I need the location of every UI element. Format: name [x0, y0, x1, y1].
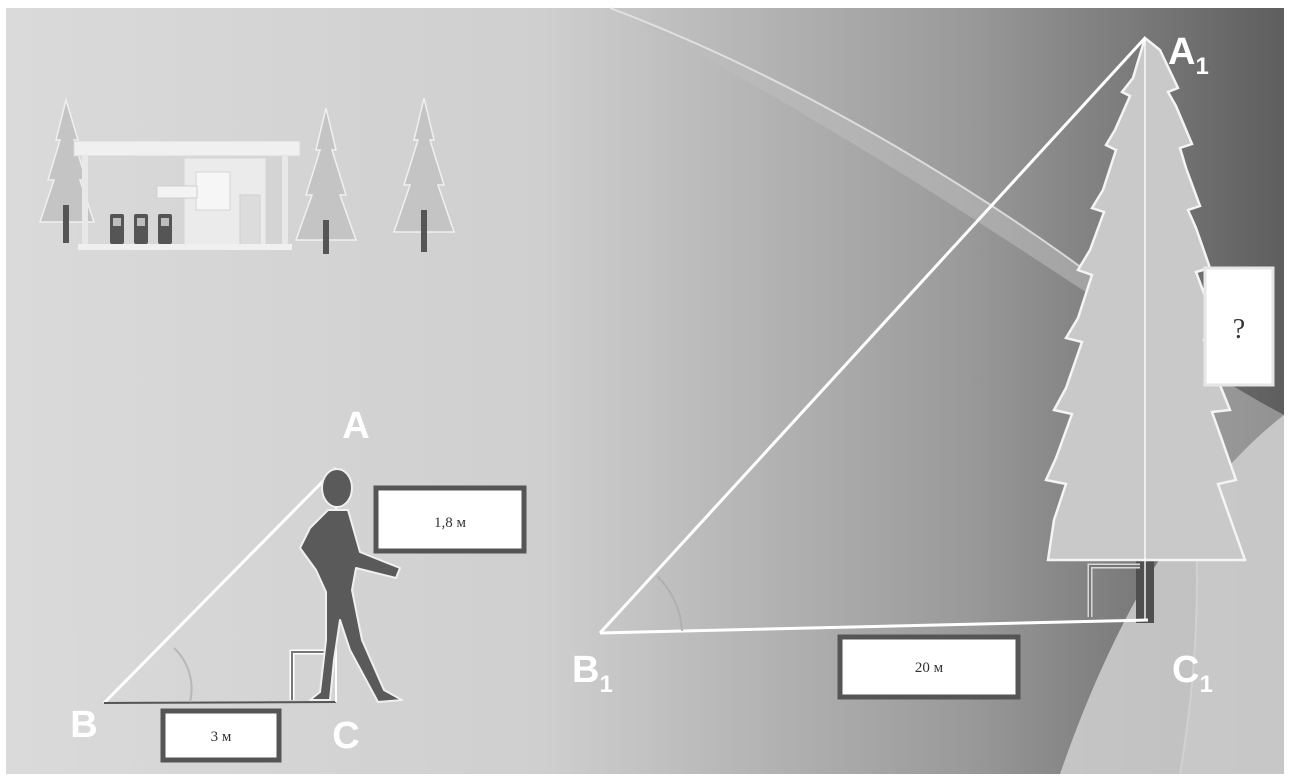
tree-shadow-value: 20 м — [915, 660, 944, 676]
line-B1C1 — [599, 618, 1149, 635]
small-tree-icon — [392, 97, 456, 252]
person-head — [321, 468, 353, 508]
gas-station-scene — [38, 97, 456, 254]
vertex-label-C: C — [332, 715, 359, 757]
canopy-roof — [73, 140, 301, 157]
fuel-pump-icon — [110, 214, 124, 244]
person-figure — [299, 468, 403, 703]
right-angle-C1-mark-inner — [1089, 565, 1140, 617]
small-tree-icon — [38, 97, 96, 243]
person-height-value: 1,8 м — [434, 515, 467, 531]
fuel-pump-icon — [134, 214, 148, 244]
person-body — [299, 509, 403, 703]
right-angle-C-mark-inner — [291, 651, 336, 700]
canopy-pillar-right — [282, 156, 288, 248]
big-triangle — [598, 36, 1149, 635]
tree-shadow-box: 20 м — [837, 634, 1021, 700]
tree-height-value: ? — [1233, 314, 1245, 345]
vertex-label-B1: B1 — [572, 649, 613, 698]
angle-B1-arc — [656, 575, 683, 632]
vertex-label-C1: C1 — [1172, 649, 1213, 698]
line-A1B1 — [598, 36, 1147, 635]
angle-B-arc — [173, 647, 193, 703]
fuel-pump-icon — [158, 214, 172, 244]
line-BC — [103, 701, 337, 704]
shop-window — [195, 171, 231, 211]
person-shadow-box: 3 м — [160, 708, 282, 763]
tree-height-box: ? — [1203, 266, 1275, 387]
ground-bright-area — [1060, 415, 1284, 774]
person-height-box: 1,8 м — [373, 485, 527, 554]
vertex-label-A: A — [342, 405, 369, 447]
shop-door — [239, 194, 261, 246]
station-base — [78, 244, 292, 250]
vertex-label-B: B — [70, 704, 97, 746]
vertex-label-A1: A1 — [1168, 31, 1209, 80]
small-tree-icon — [294, 107, 358, 254]
price-sign — [156, 185, 198, 199]
person-shadow-value: 3 м — [211, 729, 232, 745]
line-AB — [102, 466, 338, 705]
canopy-pillar-left — [82, 156, 88, 248]
